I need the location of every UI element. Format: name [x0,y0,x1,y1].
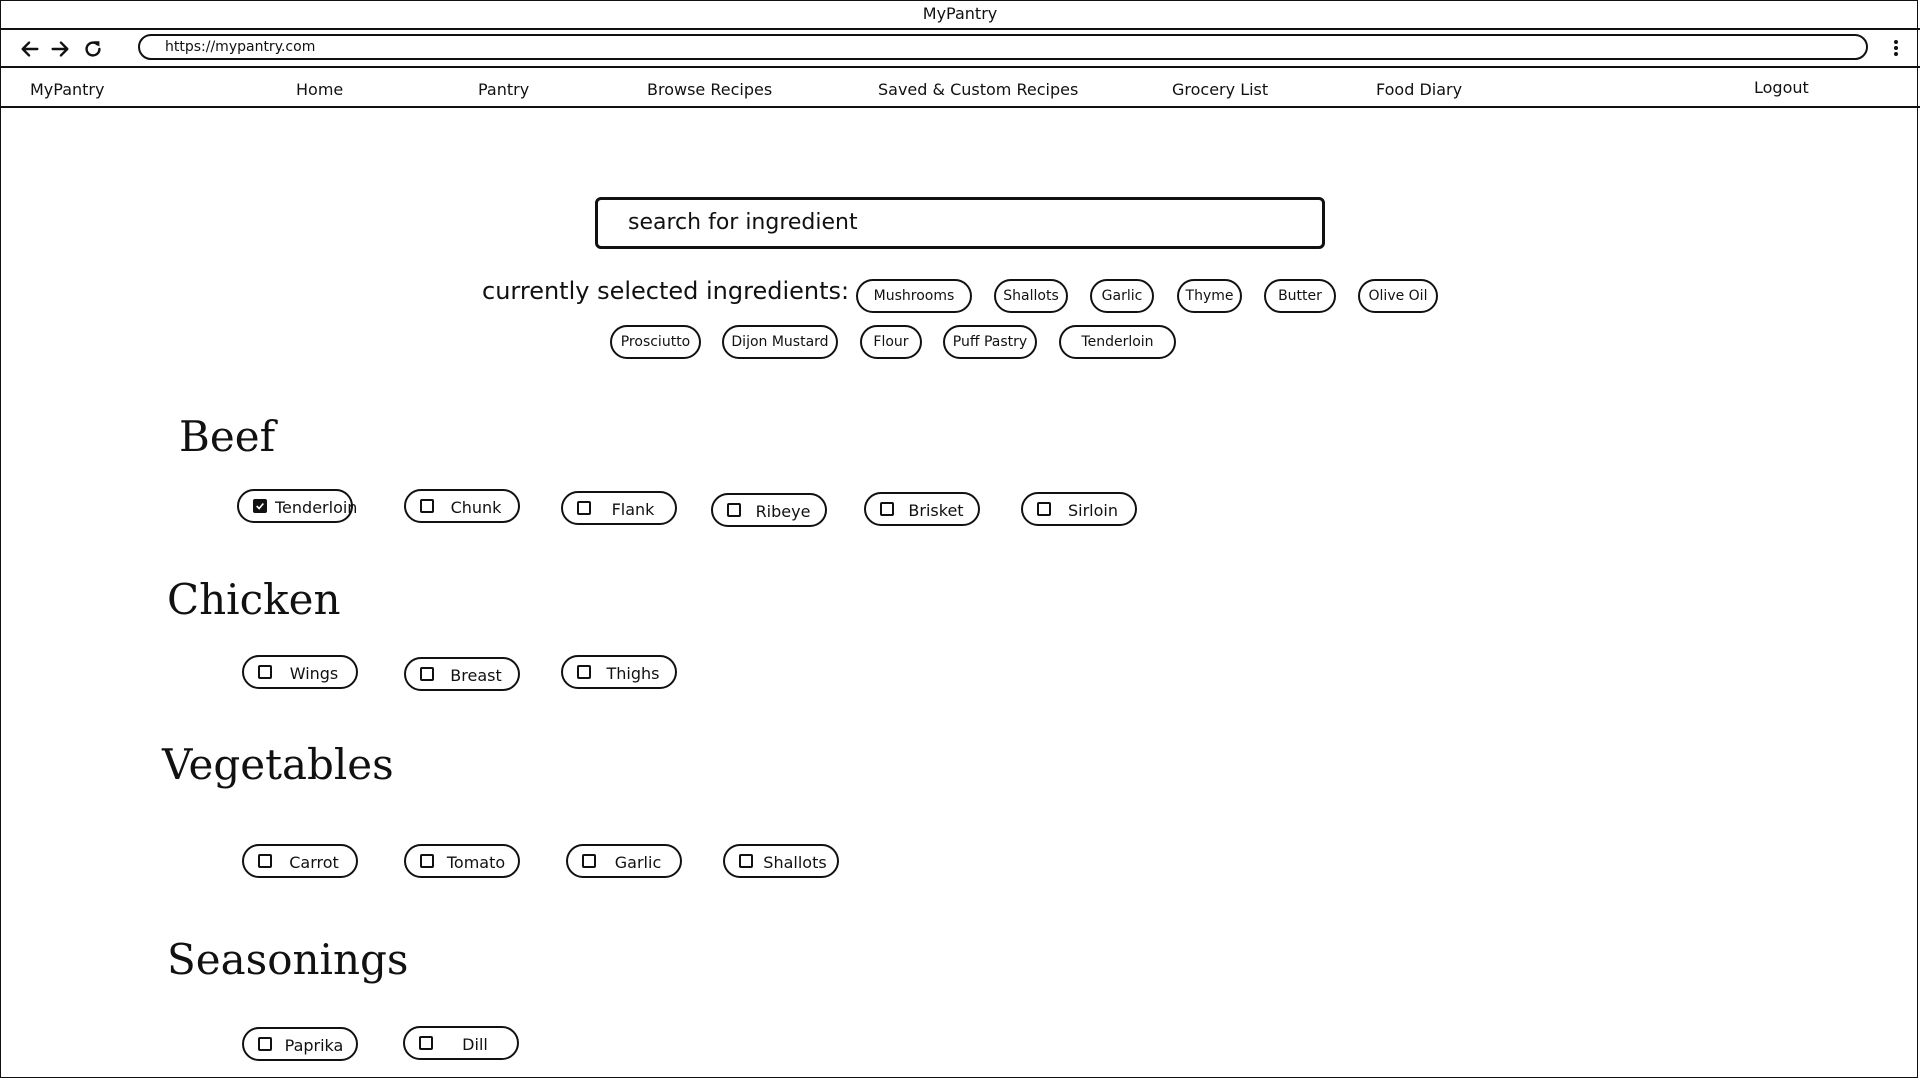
checkbox-icon[interactable] [582,854,596,868]
option-beef-flank[interactable]: Flank [561,491,677,525]
selected-chip-thyme[interactable]: Thyme [1177,279,1242,313]
ingredient-search-input[interactable]: search for ingredient [595,197,1325,249]
selected-chip-tenderloin[interactable]: Tenderloin [1059,325,1176,359]
window-title: MyPantry [0,0,1920,30]
checkbox-icon[interactable] [258,665,272,679]
selected-chip-puff-pastry[interactable]: Puff Pastry [943,325,1037,359]
category-heading-seasonings: Seasonings [167,935,409,984]
option-seasonings-dill[interactable]: Dill [403,1026,519,1060]
option-label: Chunk [450,498,502,517]
option-seasonings-paprika[interactable]: Paprika [242,1027,358,1061]
option-beef-tenderloin[interactable]: Tenderloin [237,489,358,523]
option-label: Paprika [284,1036,344,1055]
option-label: Tenderloin [275,498,358,517]
option-label: Brisket [908,501,964,520]
option-label: Carrot [289,853,339,872]
option-label: Ribeye [755,502,811,521]
checkbox-icon[interactable] [880,502,894,516]
selected-chip-prosciutto[interactable]: Prosciutto [610,325,701,359]
checkbox-icon[interactable] [739,854,753,868]
category-heading-vegetables: Vegetables [162,740,394,789]
option-chicken-wings[interactable]: Wings [242,655,358,689]
option-label: Wings [289,664,339,683]
selected-chip-butter[interactable]: Butter [1264,279,1336,313]
checkbox-checked-icon[interactable] [253,499,267,513]
option-vegetables-tomato[interactable]: Tomato [404,844,520,878]
browser-toolbar: https://mypantry.com [0,30,1920,68]
option-label: Flank [611,500,655,519]
checkbox-icon[interactable] [577,665,591,679]
option-label: Sirloin [1068,501,1118,520]
option-chicken-thighs[interactable]: Thighs [561,655,677,689]
option-beef-ribeye[interactable]: Ribeye [711,493,827,527]
selected-chip-mushrooms[interactable]: Mushrooms [856,279,972,313]
option-beef-sirloin[interactable]: Sirloin [1021,492,1137,526]
option-label: Tomato [446,853,506,872]
selected-ingredients-label: currently selected ingredients: [482,277,850,305]
category-heading-chicken: Chicken [167,575,341,624]
nav-food-diary[interactable]: Food Diary [1376,80,1463,99]
nav-grocery-list[interactable]: Grocery List [1172,80,1269,99]
option-label: Thighs [606,664,660,683]
forward-icon[interactable] [48,37,72,61]
option-vegetables-shallots[interactable]: Shallots [723,844,839,878]
option-beef-chunk[interactable]: Chunk [404,489,520,523]
selected-chip-flour[interactable]: Flour [860,325,922,359]
option-vegetables-garlic[interactable]: Garlic [566,844,682,878]
selected-chip-shallots[interactable]: Shallots [994,279,1068,313]
category-heading-beef: Beef [179,412,276,461]
checkbox-icon[interactable] [420,854,434,868]
checkbox-icon[interactable] [258,854,272,868]
option-beef-brisket[interactable]: Brisket [864,492,980,526]
app-navbar: MyPantry Home Pantry Browse Recipes Save… [0,68,1920,108]
nav-browse-recipes[interactable]: Browse Recipes [647,80,773,99]
option-vegetables-carrot[interactable]: Carrot [242,844,358,878]
checkbox-icon[interactable] [420,499,434,513]
more-menu-icon[interactable] [1890,38,1902,60]
reload-icon[interactable] [81,37,105,61]
option-label: Garlic [614,853,662,872]
option-label: Dill [462,1035,488,1054]
brand-logo[interactable]: MyPantry [30,80,105,99]
selected-chip-olive-oil[interactable]: Olive Oil [1358,279,1438,313]
checkbox-icon[interactable] [420,667,434,681]
logout-link[interactable]: Logout [1754,78,1809,97]
checkbox-icon[interactable] [727,503,741,517]
option-label: Shallots [763,853,827,872]
selected-chip-garlic[interactable]: Garlic [1090,279,1154,313]
nav-pantry[interactable]: Pantry [478,80,530,99]
option-chicken-breast[interactable]: Breast [404,657,520,691]
address-bar[interactable]: https://mypantry.com [138,34,1868,60]
checkbox-icon[interactable] [577,501,591,515]
checkbox-icon[interactable] [258,1037,272,1051]
checkbox-icon[interactable] [1037,502,1051,516]
back-icon[interactable] [18,37,42,61]
nav-home[interactable]: Home [296,80,344,99]
selected-chip-dijon-mustard[interactable]: Dijon Mustard [722,325,838,359]
nav-saved-custom-recipes[interactable]: Saved & Custom Recipes [878,80,1079,99]
checkbox-icon[interactable] [419,1036,433,1050]
option-label: Breast [450,666,502,685]
